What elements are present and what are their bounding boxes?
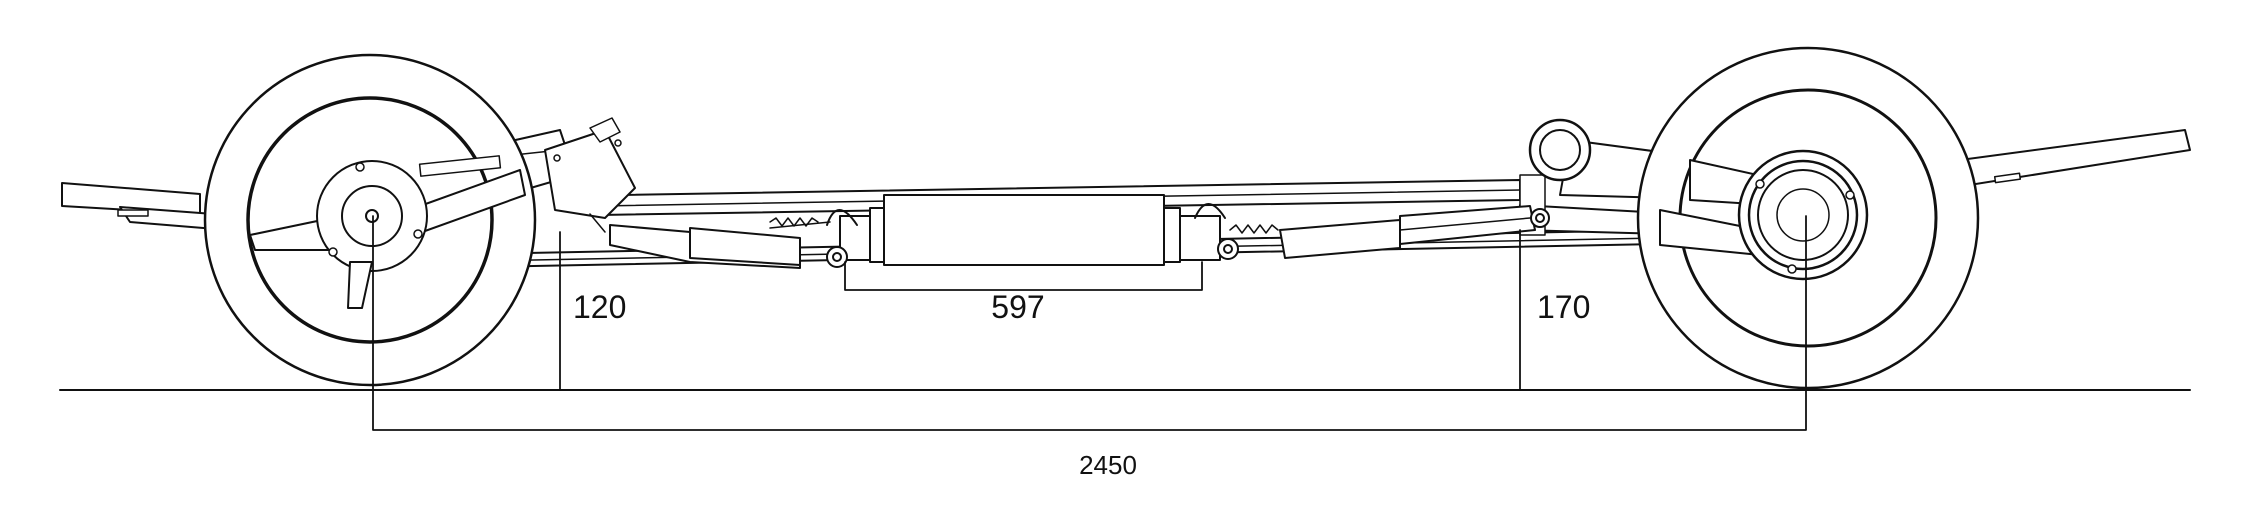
center-section (826, 194, 1239, 268)
steering-box (544, 117, 636, 233)
dim-label-597: 597 (991, 289, 1044, 325)
rear-wheel (1636, 46, 1980, 390)
rear-damper (1528, 118, 1592, 182)
front-driveshaft (609, 217, 831, 269)
dim-label-2450: 2450 (1079, 450, 1137, 480)
rear-driveshaft (1229, 205, 1550, 259)
dim-label-120: 120 (573, 289, 626, 325)
dimension-lines (372, 215, 1807, 431)
dim-label-170: 170 (1537, 289, 1590, 325)
front-wheel (203, 53, 537, 387)
